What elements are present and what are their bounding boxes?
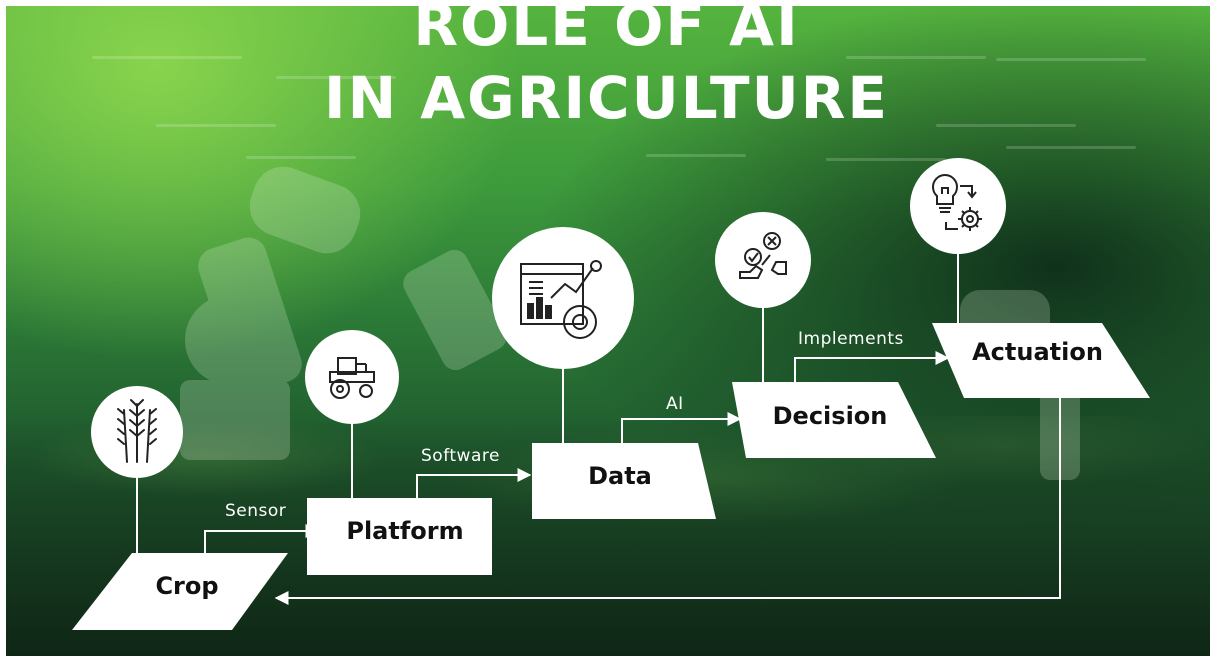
background-dash — [936, 124, 1076, 127]
platform-node-shape — [307, 498, 492, 575]
implements-edge-label: Implements — [798, 329, 904, 349]
background-dash — [826, 158, 946, 161]
sensor-arrow — [204, 524, 320, 553]
data-node-label: Data — [588, 462, 652, 490]
background-dash — [92, 56, 242, 59]
wheat-icon — [117, 399, 157, 463]
decision-node-shape — [732, 382, 936, 458]
actuation-node-shape — [932, 323, 1150, 398]
background-dash — [156, 124, 276, 127]
background-dash — [996, 58, 1146, 61]
background-dash — [1006, 146, 1136, 149]
node-shapes — [72, 323, 1150, 630]
actuation-icon-circle — [910, 158, 1006, 254]
software-edge-label: Software — [421, 446, 500, 466]
decision-icon-circle — [715, 212, 811, 308]
decision-node-label: Decision — [772, 402, 888, 430]
background-dash — [646, 154, 746, 157]
decision-hands-icon — [739, 232, 787, 279]
title-line-1: ROLE OF AI — [413, 0, 800, 59]
background-dash — [276, 76, 396, 79]
feedback-arrow — [274, 398, 1061, 605]
tractor-icon — [329, 357, 375, 399]
data-icon-circle — [492, 227, 634, 369]
crop-node-label: Crop — [155, 572, 219, 600]
ai-edge-label: AI — [666, 394, 684, 414]
background-dash — [846, 56, 986, 59]
crop-node-shape — [72, 553, 288, 630]
software-arrow — [416, 468, 532, 498]
title-line-2: IN AGRICULTURE — [323, 64, 889, 132]
data-node-shape — [532, 443, 716, 519]
connectors — [136, 236, 1061, 605]
actuation-node-label: Actuation — [972, 338, 1103, 366]
platform-node-label: Platform — [346, 517, 464, 545]
analytics-dashboard-icon — [520, 260, 602, 339]
implements-arrow — [794, 351, 950, 382]
idea-gear-icon — [932, 174, 982, 231]
ai-arrow — [621, 412, 742, 443]
background-dash — [246, 156, 356, 159]
sensor-edge-label: Sensor — [225, 501, 287, 521]
platform-icon-circle — [305, 330, 399, 424]
